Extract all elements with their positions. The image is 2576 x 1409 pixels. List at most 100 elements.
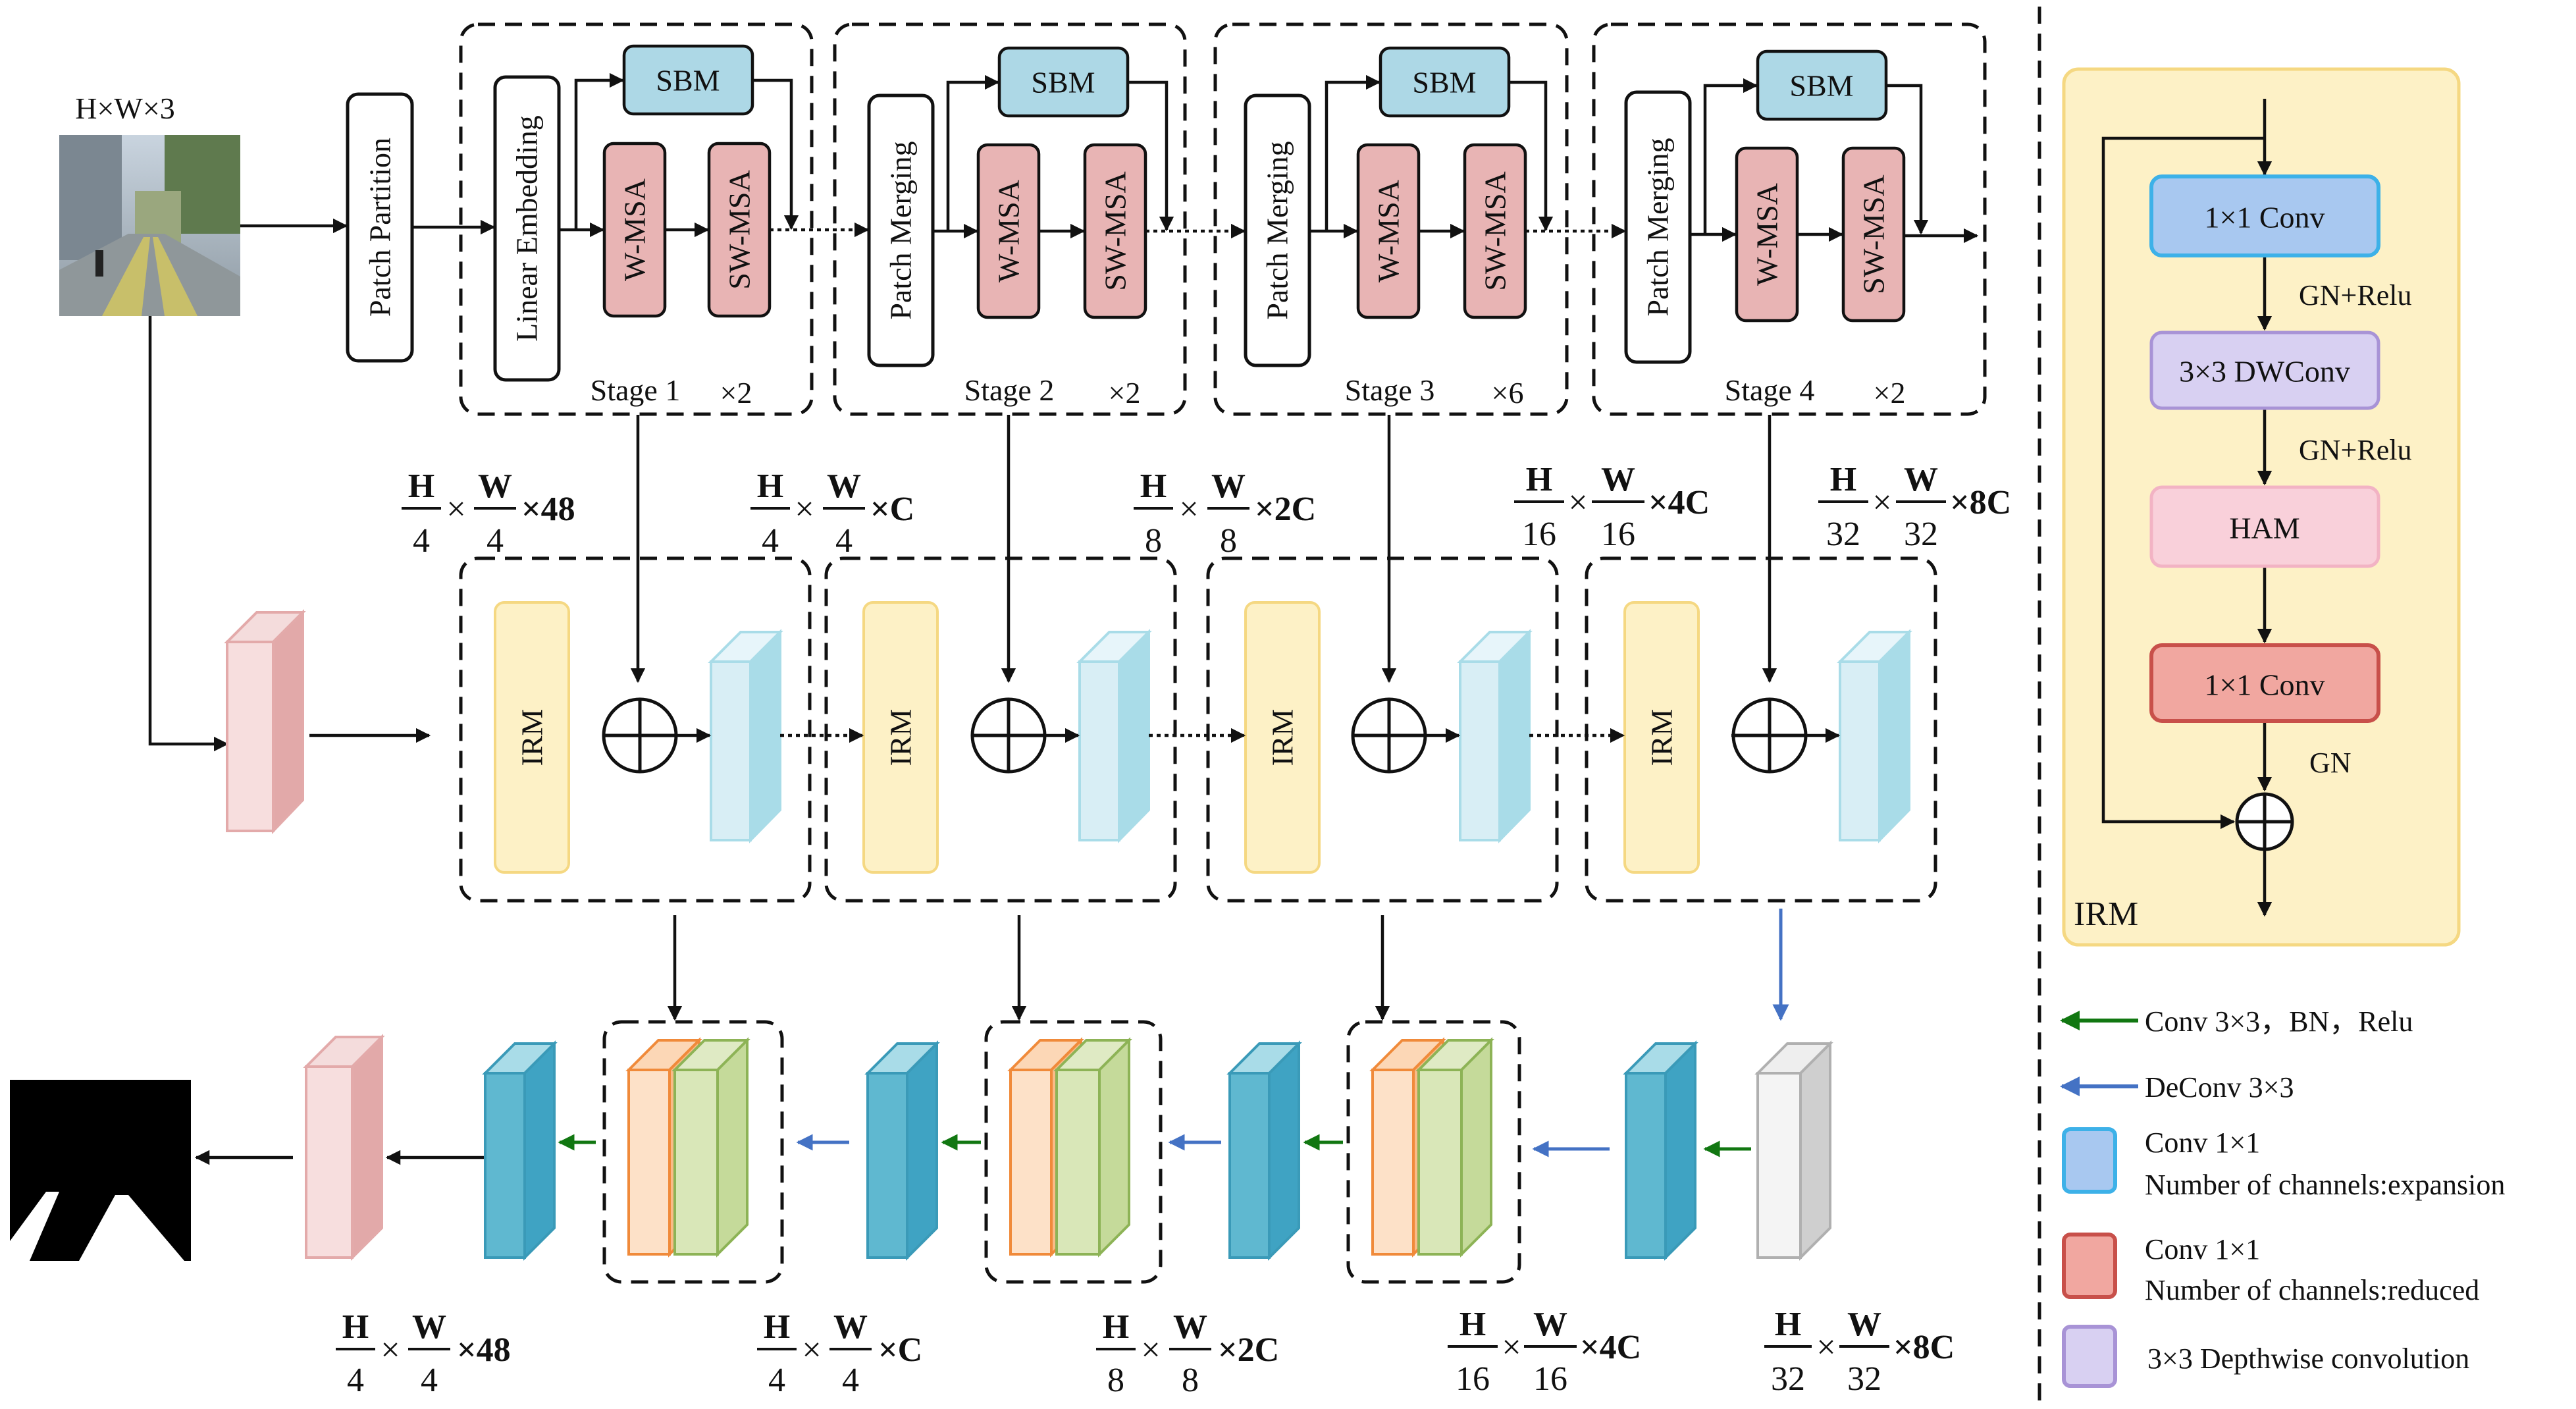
frac-d: 8 — [1107, 1362, 1124, 1399]
stage-to-fusion-arrows — [148, 316, 1777, 752]
pink-feature-cube-top — [224, 609, 306, 834]
stage-2-sbm-label: SBM — [1031, 66, 1095, 99]
light-blue-feature-cube — [1837, 629, 1912, 843]
teal-feature-cube — [482, 1040, 558, 1261]
irm-conv2-label: 1×1 Conv — [2204, 668, 2325, 702]
frac-h: H — [1526, 461, 1552, 498]
stage-2-repeat: ×2 — [1109, 376, 1141, 410]
dimension-label-8c-bottom: H 32 × W 32 ×8C — [1764, 1306, 1955, 1398]
irm-add-icon — [2235, 792, 2294, 851]
frac-d: 4 — [347, 1362, 364, 1399]
frac-d: 4 — [768, 1362, 785, 1399]
stage-3-patch-merging-label: Patch Merging — [1261, 141, 1294, 319]
irm-act2-label: GN+Relu — [2299, 434, 2411, 466]
dimension-label-c-bottom: H 4 × W 4 ×C — [757, 1308, 922, 1399]
legend-conv-bn-relu-label: Conv 3×3，BN，Relu — [2145, 1005, 2413, 1038]
frac-channels: ×8C — [1950, 484, 2011, 521]
legend-depthwise-label: 3×3 Depthwise convolution — [2147, 1343, 2469, 1375]
irm-label-2: IRM — [884, 709, 918, 766]
concat-cube-pair-2 — [1007, 1037, 1132, 1258]
stage-3-box — [1213, 22, 1569, 416]
legend-conv-expansion-label-1: Conv 1×1 — [2145, 1127, 2260, 1159]
frac-d: 32 — [1847, 1360, 1881, 1398]
stage-4-patch-merging-label: Patch Merging — [1641, 138, 1675, 316]
light-blue-feature-cube — [1076, 629, 1152, 843]
frac-d: 32 — [1771, 1360, 1805, 1398]
concat-box-1 — [602, 1020, 784, 1284]
frac-w: W — [1601, 461, 1635, 498]
fusion-box-4 — [1585, 556, 1937, 903]
frac-w: W — [1173, 1308, 1207, 1346]
patch-partition-label: Patch Partition — [363, 138, 397, 317]
legend-conv-expansion-label-2: Number of channels:expansion — [2145, 1169, 2505, 1201]
legend-conv-reduced-label-1: Conv 1×1 — [2145, 1233, 2260, 1265]
linear-embedding-label: Linear Embedding — [510, 115, 544, 342]
frac-h: H — [764, 1308, 790, 1346]
frac-d: 16 — [1522, 516, 1556, 553]
stage-4-label: Stage 4 — [1725, 373, 1815, 407]
stage-3-swmsa-label: SW-MSA — [1479, 171, 1512, 290]
encoder-flow-arrows — [240, 72, 1979, 244]
frac-channels: ×4C — [1580, 1329, 1641, 1366]
frac-channels: ×C — [870, 491, 914, 528]
legend-conv-reduced-label-2: Number of channels:reduced — [2145, 1274, 2479, 1306]
concat-box-2 — [984, 1020, 1163, 1284]
frac-h: H — [1775, 1306, 1801, 1343]
frac-d: 8 — [1182, 1362, 1199, 1399]
irm-dwconv-block — [2149, 331, 2380, 410]
frac-d: 16 — [1601, 516, 1635, 553]
pink-feature-cube-bottom — [303, 1034, 385, 1261]
stage-4-sbm-label: SBM — [1789, 69, 1853, 103]
frac-times: × — [1872, 484, 1891, 521]
stage-1-box — [459, 22, 814, 416]
frac-channels: ×2C — [1218, 1331, 1279, 1369]
irm-conv1-block — [2149, 174, 2380, 257]
fusion-box-1 — [459, 556, 812, 903]
stage-2-swmsa-label: SW-MSA — [1099, 171, 1132, 290]
fusion-box-2 — [824, 556, 1177, 903]
irm-act1-label: GN+Relu — [2299, 279, 2411, 311]
teal-feature-cube — [1226, 1040, 1302, 1261]
stage-3-repeat: ×6 — [1492, 376, 1524, 410]
frac-d: 8 — [1145, 522, 1162, 560]
frac-w: W — [833, 1308, 868, 1346]
frac-d: 4 — [413, 522, 430, 560]
stage-1-repeat: ×2 — [720, 376, 752, 410]
fusion-box-3 — [1206, 556, 1559, 903]
frac-times: × — [802, 1331, 821, 1369]
frac-d: 32 — [1826, 516, 1860, 553]
frac-channels: ×48 — [457, 1331, 511, 1369]
output-segmentation-mask — [10, 1080, 191, 1261]
irm-label-4: IRM — [1645, 709, 1679, 766]
dimension-label-8c-top: H 32 × W 32 ×8C — [1818, 461, 2011, 553]
concat-cube-pair-1 — [625, 1037, 750, 1258]
irm-panel-title: IRM — [2074, 895, 2138, 933]
irm-conv1-label: 1×1 Conv — [2204, 201, 2325, 234]
stage-2-label: Stage 2 — [964, 373, 1055, 407]
frac-times: × — [1502, 1329, 1521, 1366]
concat-cube-pair-3 — [1369, 1037, 1494, 1258]
decoder-colored-arrows — [558, 1134, 1751, 1157]
frac-d: 4 — [842, 1362, 859, 1399]
frac-times: × — [1179, 491, 1198, 528]
frac-times: × — [1816, 1329, 1835, 1366]
frac-d: 32 — [1904, 516, 1938, 553]
stage-3-wmsa-label: W-MSA — [1372, 180, 1406, 282]
frac-times: × — [795, 491, 814, 528]
input-size-label: H×W×3 — [75, 92, 175, 125]
frac-d: 4 — [835, 522, 853, 560]
dimension-label-2c-bottom: H 8 × W 8 ×2C — [1096, 1308, 1279, 1399]
frac-times: × — [1568, 484, 1587, 521]
frac-d: 16 — [1456, 1360, 1490, 1398]
irm-gn-label: GN — [2309, 747, 2352, 779]
legend-depthwise-swatch — [2062, 1325, 2117, 1388]
stage-4-wmsa-label: W-MSA — [1750, 183, 1784, 286]
stage-3-label: Stage 3 — [1345, 373, 1435, 407]
frac-d: 4 — [486, 522, 504, 560]
add-operator-icon — [602, 697, 678, 774]
dimension-label-4c-top: H 16 × W 16 ×4C — [1514, 461, 1710, 553]
frac-d: 8 — [1220, 522, 1237, 560]
frac-h: H — [1459, 1306, 1486, 1343]
dimension-label-c-top: H 4 × W 4 ×C — [750, 467, 914, 560]
stage-1-sbm-label: SBM — [656, 64, 720, 97]
